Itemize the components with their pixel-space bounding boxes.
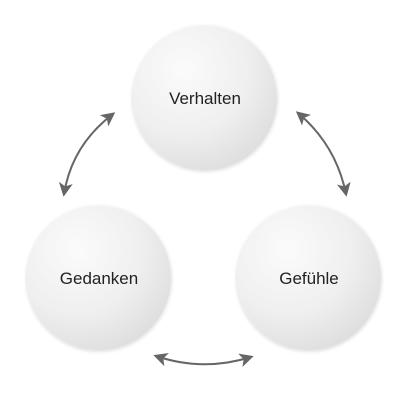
node-verhalten: Verhalten bbox=[133, 26, 277, 170]
node-label-gedanken: Gedanken bbox=[60, 269, 138, 288]
node-circle bbox=[133, 26, 277, 170]
node-label-gefuehle: Gefühle bbox=[279, 269, 339, 288]
node-label-verhalten: Verhalten bbox=[169, 89, 241, 108]
node-circle bbox=[237, 206, 381, 350]
node-circle bbox=[27, 206, 171, 350]
arrow-gedanken-verhalten bbox=[58, 112, 116, 197]
node-gefuehle: Gefühle bbox=[237, 206, 381, 350]
node-gedanken: Gedanken bbox=[27, 206, 171, 350]
arrow-verhalten-gefuehle bbox=[295, 111, 351, 197]
arrow-gedanken-gefuehle bbox=[153, 352, 254, 368]
